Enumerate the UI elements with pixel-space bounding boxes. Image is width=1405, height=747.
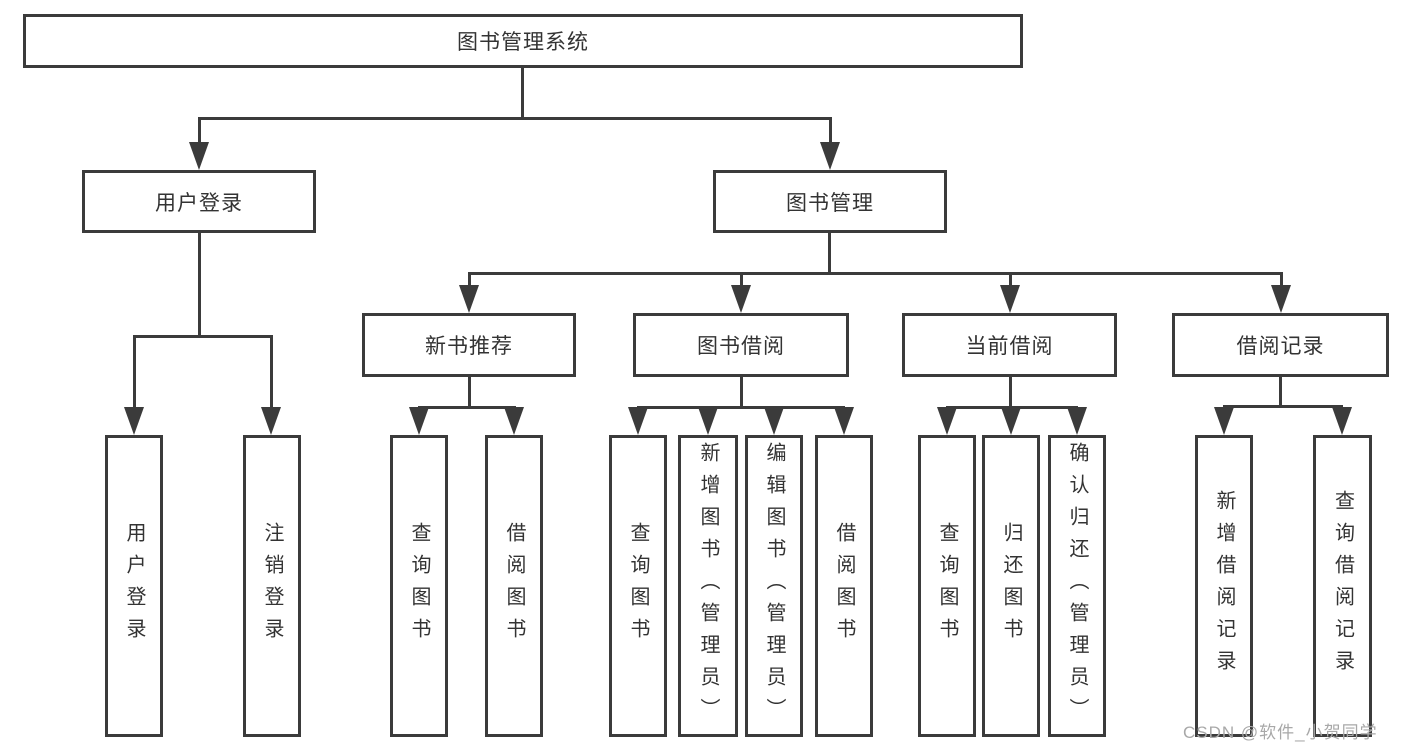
node-label: 图书借阅 <box>697 335 785 358</box>
connector-br-hline <box>1223 405 1343 408</box>
arrowhead-to-new-book-recommend <box>459 285 479 313</box>
connector-bookmgmt-hline <box>468 272 1283 275</box>
leaf-logout: 注销登录 <box>243 435 301 737</box>
arrowhead-to-br-add-record <box>1214 407 1234 435</box>
node-label: 查询借阅记录 <box>1331 490 1354 682</box>
connector-userlogin-right-shaft <box>270 335 273 410</box>
connector-cb-vline <box>1009 377 1012 409</box>
arrowhead-to-leaf-logout <box>261 407 281 435</box>
node-label: 借阅图书 <box>503 522 525 650</box>
leaf-bb-add-books-admin: 新增图书（管理员） <box>678 435 738 737</box>
leaf-bb-query-books: 查询图书 <box>609 435 667 737</box>
arrowhead-to-book-borrow <box>731 285 751 313</box>
csdn-watermark: CSDN @软件_小贺同学 <box>1183 723 1378 742</box>
leaf-br-add-record: 新增借阅记录 <box>1195 435 1253 737</box>
arrowhead-to-bb-query-books <box>628 407 648 435</box>
node-label: 图书管理系统 <box>457 31 589 54</box>
node-label: 查询图书 <box>408 522 430 650</box>
node-root: 图书管理系统 <box>23 14 1023 68</box>
node-label: 编辑图书（管理员） <box>763 442 785 730</box>
node-label: 用户登录 <box>123 522 145 650</box>
connector-bookmgmt-vline <box>828 232 831 275</box>
arrowhead-to-book-management <box>820 142 840 170</box>
connector-root-right-shaft <box>829 117 832 147</box>
leaf-br-query-record: 查询借阅记录 <box>1313 435 1372 737</box>
connector-rec-hline <box>418 406 516 409</box>
leaf-cb-return-books: 归还图书 <box>982 435 1040 737</box>
node-label: 借阅记录 <box>1236 335 1325 358</box>
node-label: 注销登录 <box>261 522 283 650</box>
node-book-borrow: 图书借阅 <box>633 313 849 377</box>
connector-userlogin-left-shaft <box>133 335 136 410</box>
node-borrow-records: 借阅记录 <box>1172 313 1389 377</box>
connector-bookmgmt-shaft-3 <box>1009 272 1012 288</box>
arrowhead-to-rec-borrow-books <box>504 407 524 435</box>
arrowhead-to-bb-edit-books <box>764 407 784 435</box>
connector-root-left-shaft <box>198 117 201 147</box>
node-label: 当前借阅 <box>965 335 1054 358</box>
arrowhead-to-leaf-user-login <box>124 407 144 435</box>
arrowhead-to-current-borrow <box>1000 285 1020 313</box>
connector-bb-hline <box>637 406 845 409</box>
node-label: 新书推荐 <box>425 335 513 358</box>
connector-root-hline <box>198 117 832 120</box>
arrowhead-to-cb-query-books <box>937 407 957 435</box>
arrowhead-to-cb-confirm-return <box>1067 407 1087 435</box>
leaf-bb-borrow-books: 借阅图书 <box>815 435 873 737</box>
arrowhead-to-user-login <box>189 142 209 170</box>
connector-bb-vline <box>740 377 743 409</box>
node-label: 查询图书 <box>627 522 649 650</box>
node-label: 归还图书 <box>1000 522 1022 650</box>
arrowhead-to-br-query-record <box>1332 407 1352 435</box>
node-label: 新增图书（管理员） <box>697 442 719 730</box>
leaf-cb-query-books: 查询图书 <box>918 435 976 737</box>
node-new-book-recommend: 新书推荐 <box>362 313 576 377</box>
connector-rec-vline <box>468 377 471 409</box>
connector-userlogin-hline <box>133 335 273 338</box>
arrowhead-to-cb-return-books <box>1001 407 1021 435</box>
node-label: 确认归还（管理员） <box>1066 442 1088 730</box>
leaf-rec-query-books: 查询图书 <box>390 435 448 737</box>
connector-userlogin-vline <box>198 233 201 338</box>
arrowhead-to-borrow-records <box>1271 285 1291 313</box>
connector-bookmgmt-shaft-1 <box>468 272 471 288</box>
arrowhead-to-rec-query-books <box>409 407 429 435</box>
node-label: 图书管理 <box>786 191 874 215</box>
node-label: 新增借阅记录 <box>1213 490 1235 682</box>
node-label: 借阅图书 <box>833 522 855 650</box>
node-book-management: 图书管理 <box>713 170 947 233</box>
connector-br-vline <box>1279 375 1282 408</box>
node-current-borrow: 当前借阅 <box>902 313 1117 377</box>
arrowhead-to-bb-add-books <box>698 407 718 435</box>
leaf-rec-borrow-books: 借阅图书 <box>485 435 543 737</box>
connector-bookmgmt-shaft-4 <box>1280 272 1283 288</box>
leaf-bb-edit-books-admin: 编辑图书（管理员） <box>745 435 803 737</box>
arrowhead-to-bb-borrow-books <box>834 407 854 435</box>
leaf-user-login: 用户登录 <box>105 435 163 737</box>
node-label: 用户登录 <box>155 191 243 215</box>
node-label: 查询图书 <box>936 522 958 650</box>
connector-root-vline <box>521 68 524 120</box>
node-user-login: 用户登录 <box>82 170 316 233</box>
leaf-cb-confirm-return-admin: 确认归还（管理员） <box>1048 435 1106 737</box>
connector-bookmgmt-shaft-2 <box>740 272 743 288</box>
